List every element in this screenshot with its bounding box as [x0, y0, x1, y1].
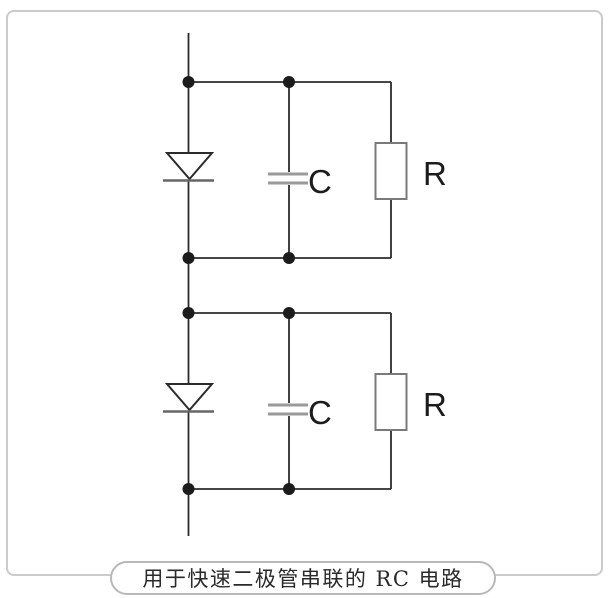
capacitor-label: C	[308, 394, 332, 431]
upper-section: C R	[163, 76, 447, 264]
junction-dot	[182, 483, 195, 495]
capacitor-label: C	[308, 163, 332, 200]
junction-dot	[283, 483, 295, 495]
resistor-label: R	[423, 155, 447, 192]
junction-dot	[283, 307, 295, 319]
diode-symbol	[164, 152, 215, 181]
junction-dot	[182, 307, 195, 319]
lower-section: C R	[163, 307, 447, 495]
resistor-label: R	[423, 386, 447, 423]
resistor-symbol	[374, 142, 408, 200]
capacitor-symbol	[268, 403, 308, 416]
caption-text: 用于快速二极管串联的 RC 电路	[142, 567, 464, 591]
junction-dot	[283, 76, 295, 88]
resistor-symbol	[374, 373, 408, 431]
diode-symbol	[164, 383, 215, 412]
caption-pill: 用于快速二极管串联的 RC 电路	[110, 561, 496, 595]
junction-dot	[182, 252, 195, 264]
junction-dot	[283, 252, 295, 264]
junction-dot	[182, 76, 195, 88]
frame-border	[6, 10, 603, 576]
capacitor-symbol	[268, 172, 308, 185]
